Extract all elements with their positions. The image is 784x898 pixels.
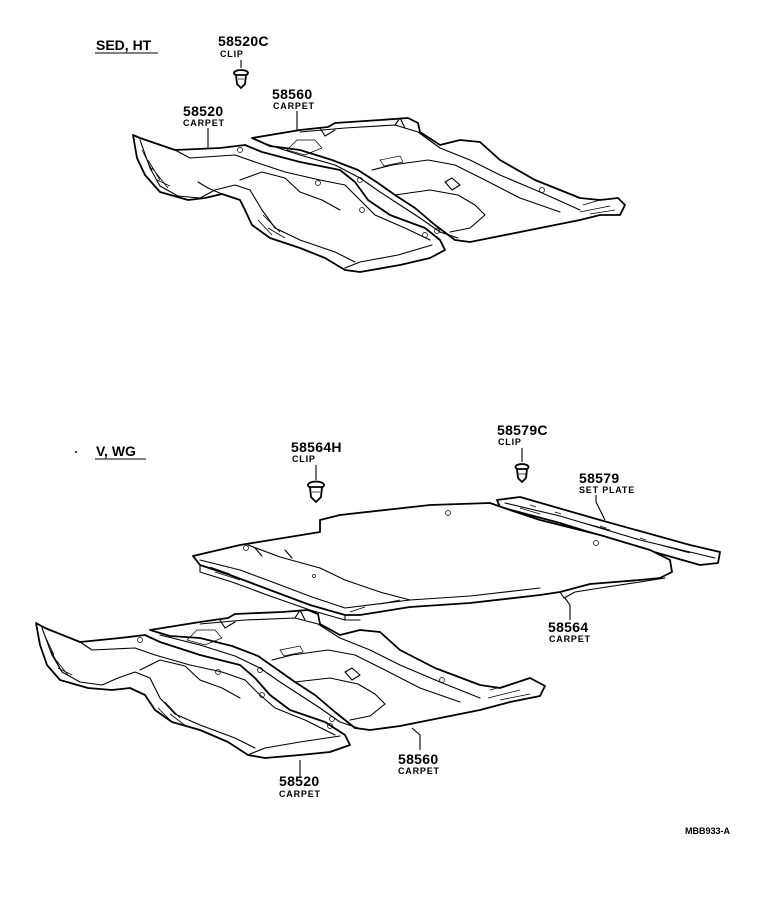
part-desc-58520-top: CARPET (183, 118, 225, 128)
diagram-code: MBB933-A (685, 826, 731, 836)
section-label-sed-ht: SED, HT (96, 37, 152, 53)
part-desc-58560-top: CARPET (273, 101, 315, 111)
carpet-58560-bottom-drawing (149, 609, 546, 750)
part-number-58520c: 58520C (218, 33, 269, 49)
part-number-58564: 58564 (548, 619, 588, 635)
part-desc-58579: SET PLATE (579, 485, 635, 495)
clip-58579c-drawing (514, 448, 530, 483)
stray-dot (75, 451, 77, 453)
part-number-58520-bottom: 58520 (279, 773, 319, 789)
leader-58560-bottom (411, 727, 421, 750)
part-number-58520-top: 58520 (183, 103, 223, 119)
part-desc-58579c: CLIP (498, 437, 522, 447)
part-desc-58564h: CLIP (292, 454, 316, 464)
carpet-58520-top-drawing (132, 134, 446, 273)
part-number-58579c: 58579C (497, 422, 548, 438)
part-desc-58560-bottom: CARPET (398, 766, 440, 776)
clip-58520c-drawing (233, 60, 249, 89)
part-desc-58520c: CLIP (220, 49, 244, 59)
part-desc-58564: CARPET (549, 634, 591, 644)
set-plate-58579-drawing (496, 495, 721, 566)
carpet-58564-drawing (192, 502, 673, 621)
section-label-v-wg: V, WG (96, 443, 136, 459)
clip-58564h-drawing (307, 465, 325, 503)
part-number-58579: 58579 (579, 470, 619, 486)
part-number-58560-top: 58560 (272, 86, 312, 102)
part-number-58560-bottom: 58560 (398, 751, 438, 767)
part-number-58564h: 58564H (291, 439, 342, 455)
carpet-58560-top-drawing (251, 117, 626, 243)
carpet-58520-bottom-drawing (35, 622, 351, 778)
part-desc-58520-bottom: CARPET (279, 789, 321, 799)
